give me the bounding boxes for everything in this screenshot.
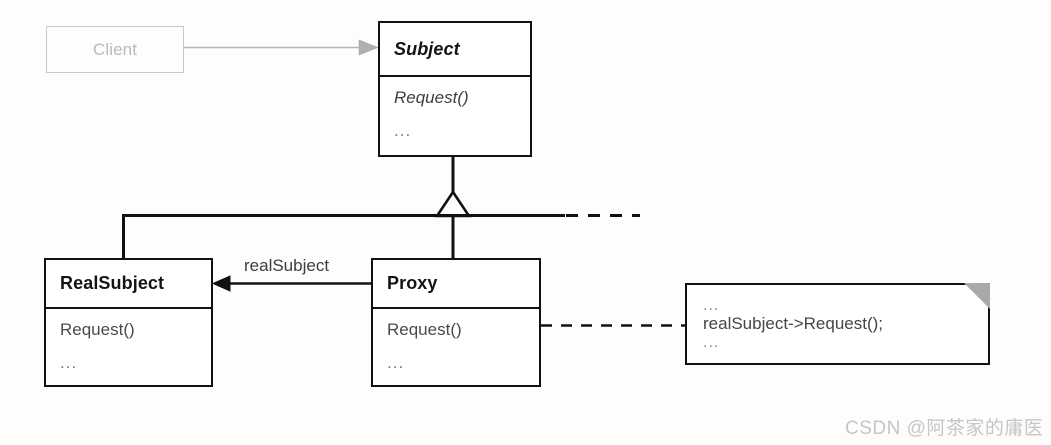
csdn-watermark: CSDN @阿茶家的庸医 [845,418,1044,439]
client-subject-arrowhead [358,39,379,56]
edge-generalization-tree [122,157,640,259]
proxy-operation-request: Request() [387,320,462,339]
class-name-realsubject: RealSubject [60,273,165,293]
class-name-proxy: Proxy [387,273,438,293]
class-box-subject[interactable]: Subject Request() ... [378,21,532,157]
subject-operation-request: Request() [394,88,469,107]
proxy-header: Proxy [373,260,539,307]
edge-proxy-to-realsubject [211,275,371,292]
hollow-triangle-icon [434,189,472,218]
proxy-realsubject-arrowhead [211,275,231,292]
class-name-client: Client [92,39,138,59]
realsubject-header: RealSubject [46,260,211,307]
edge-client-to-subject [184,39,379,56]
edge-label-realsubject: realSubject [244,256,330,275]
note-fold-icon [964,283,990,309]
note-line-2: realSubject->Request(); [703,314,884,334]
note-line-3: ... [703,333,720,351]
proxy-operation-more: ... [387,353,405,372]
subject-header: Subject [380,23,530,75]
class-box-proxy[interactable]: Proxy Request() ... [371,258,541,387]
class-box-client[interactable]: Client [46,26,184,73]
class-name-subject: Subject [394,38,460,59]
realsubject-operation-request: Request() [60,320,135,339]
note-box-proxy-request[interactable]: ... realSubject->Request(); ... [685,283,990,365]
subject-operation-more: ... [394,121,412,140]
realsubject-operation-more: ... [60,353,78,372]
note-line-1: ... [703,296,720,314]
class-box-realsubject[interactable]: RealSubject Request() ... [44,258,213,387]
proxy-operations: Request() ... [373,307,539,386]
realsubject-operations: Request() ... [46,307,211,386]
subject-operations: Request() ... [380,75,530,156]
client-header: Client [47,27,183,72]
